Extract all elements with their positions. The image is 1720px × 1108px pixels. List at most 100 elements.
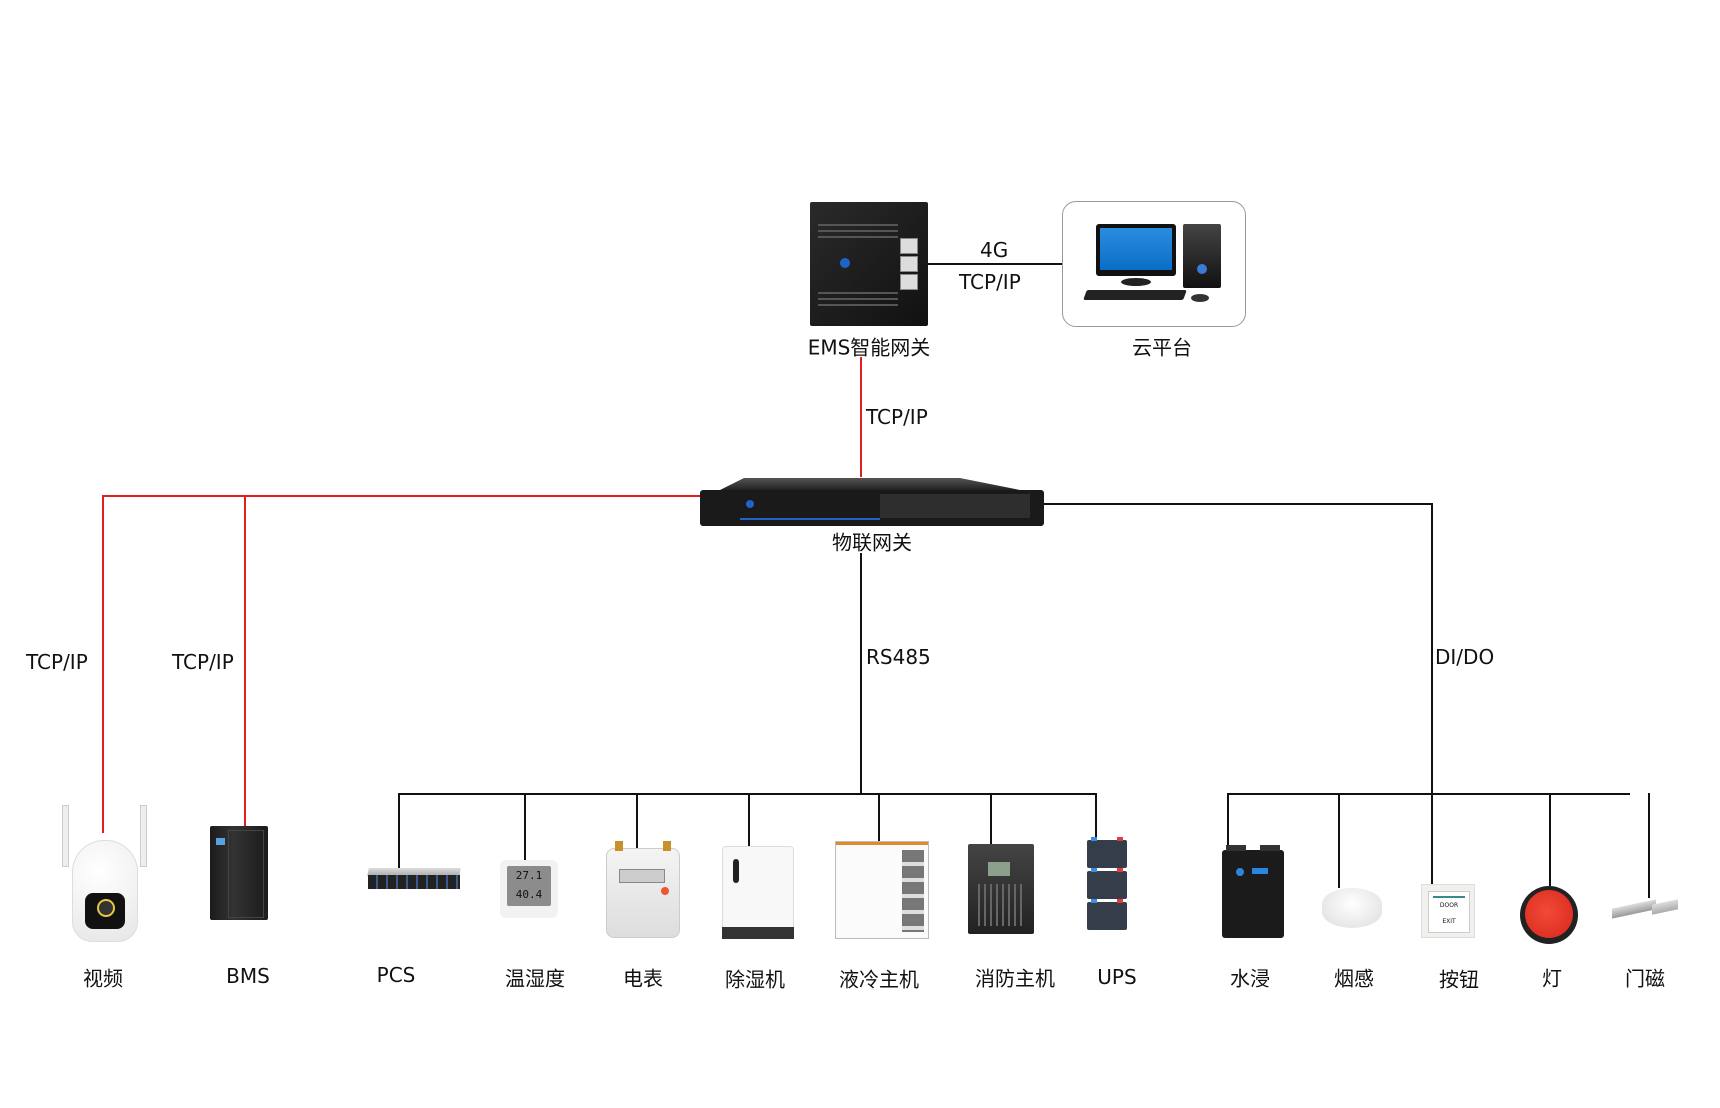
- fire-host-keypad: [978, 884, 1026, 926]
- humidity-reading: 40.4: [515, 888, 543, 901]
- battery-icon: [1087, 899, 1127, 930]
- monitor-stand: [1121, 278, 1151, 286]
- meter-pipe: [663, 841, 671, 851]
- ems-vent: [818, 298, 898, 300]
- bms-label: BMS: [226, 964, 270, 988]
- rack-top: [720, 478, 1020, 490]
- door-button-label: 按钮: [1439, 967, 1479, 992]
- meter-label: 电表: [623, 966, 663, 991]
- ups-label: UPS: [1097, 965, 1137, 989]
- drop-water: [1227, 793, 1229, 850]
- drop-door-button: [1431, 793, 1433, 884]
- dehumidifier-device[interactable]: [722, 846, 794, 939]
- smoke-detector-device[interactable]: [1322, 888, 1382, 928]
- drop-dehumidifier: [748, 793, 750, 846]
- ems-vent: [818, 236, 898, 238]
- camera-lens-icon: [85, 893, 125, 929]
- terminal-block: [1260, 845, 1280, 851]
- brand-logo-icon: [1236, 868, 1244, 876]
- water-immersion-label: 水浸: [1230, 966, 1270, 991]
- drop-liquid-cooling: [878, 793, 880, 841]
- mouse-icon: [1191, 294, 1209, 302]
- tcpip-video-drop: [102, 495, 104, 833]
- drop-pcs: [398, 793, 400, 868]
- link-ems-cloud-label-1: 4G: [980, 238, 1009, 262]
- ethernet-port-icon: [900, 274, 918, 290]
- drop-fire-host: [990, 793, 992, 844]
- dehumidifier-label: 除湿机: [725, 967, 785, 992]
- door-magnet-device[interactable]: [1612, 898, 1682, 924]
- iot-gateway-device[interactable]: [700, 478, 1044, 530]
- keyboard-icon: [1083, 290, 1187, 300]
- tcpip-bms-label: TCP/IP: [172, 650, 234, 674]
- video-camera-device[interactable]: [62, 805, 147, 945]
- pc-tower-icon: [1183, 224, 1221, 288]
- dido-device-bus-line: [1227, 793, 1630, 795]
- terminal-block: [1226, 845, 1246, 851]
- ems-gateway-label: EMS智能网关: [807, 335, 931, 360]
- meter-display: [619, 869, 665, 883]
- door-sign-text: DOOR: [1439, 902, 1459, 909]
- lamp-device[interactable]: [1520, 886, 1578, 944]
- temperature-reading: 27.1: [515, 869, 543, 882]
- link-ems-cloud-line: [928, 263, 1062, 265]
- cooling-vents: [902, 850, 924, 932]
- dido-trunk-line: [1431, 503, 1433, 795]
- battery-icon: [1087, 837, 1127, 868]
- electric-meter-device[interactable]: [606, 841, 680, 938]
- drop-thermo: [524, 793, 526, 860]
- meter-pipe: [615, 841, 623, 851]
- cloud-platform-label: 云平台: [1132, 335, 1192, 360]
- water-immersion-device[interactable]: [1222, 845, 1284, 938]
- tcpip-bms-drop: [244, 495, 246, 827]
- ems-vent: [818, 230, 898, 232]
- bms-cabinet-device[interactable]: [210, 826, 268, 920]
- ethernet-port-icon: [900, 256, 918, 272]
- battery-icon: [1087, 868, 1127, 899]
- thermo-label: 温湿度: [505, 966, 565, 991]
- bms-door: [228, 830, 264, 918]
- link-ems-cloud-label-2: TCP/IP: [959, 270, 1021, 294]
- ems-vent: [818, 304, 898, 306]
- brand-logo-icon: [746, 500, 754, 508]
- drop-magnet: [1648, 793, 1650, 898]
- thermo-hygrometer-device[interactable]: 27.1 40.4: [500, 860, 558, 918]
- dehumidifier-indicator: [733, 859, 739, 883]
- red-light-icon: [1525, 890, 1573, 938]
- thermo-display: 27.1 40.4: [507, 866, 551, 906]
- drop-smoke: [1338, 793, 1340, 888]
- door-magnet-label: 门磁: [1625, 966, 1665, 991]
- pcs-device[interactable]: [367, 868, 461, 892]
- liquid-cooling-device[interactable]: [835, 841, 929, 939]
- rack-stripe: [740, 518, 880, 520]
- meter-button: [661, 887, 669, 895]
- ethernet-port-icon: [900, 238, 918, 254]
- fire-host-screen: [988, 862, 1010, 876]
- antenna-icon: [62, 805, 69, 867]
- door-exit-button-device[interactable]: DOOR EXIT: [1421, 884, 1475, 938]
- smoke-detector-label: 烟感: [1334, 966, 1374, 991]
- lamp-label: 灯: [1542, 966, 1562, 991]
- cloud-platform-device[interactable]: [1062, 201, 1246, 327]
- liquid-cooling-label: 液冷主机: [839, 967, 919, 992]
- ups-device[interactable]: [1087, 837, 1127, 933]
- iot-gateway-label: 物联网关: [832, 530, 912, 555]
- bms-screen: [216, 838, 225, 845]
- ems-vent: [818, 224, 898, 226]
- rs485-label: RS485: [866, 645, 931, 669]
- rack-port-panel: [880, 494, 1030, 518]
- tcpip-bus-line: [102, 495, 702, 497]
- brand-label: [1252, 868, 1268, 874]
- fire-host-label: 消防主机: [975, 966, 1055, 991]
- dido-label: DI/DO: [1435, 645, 1495, 669]
- link-ems-iot-label: TCP/IP: [866, 405, 928, 429]
- dehumidifier-base: [722, 927, 794, 939]
- ems-vent: [818, 292, 898, 294]
- ems-gateway-device[interactable]: [810, 202, 928, 326]
- rs485-trunk-line: [860, 553, 862, 795]
- drop-meter: [636, 793, 638, 848]
- fire-host-device[interactable]: [968, 844, 1034, 934]
- pcs-label: PCS: [376, 963, 416, 987]
- video-label: 视频: [83, 966, 123, 991]
- antenna-icon: [140, 805, 147, 867]
